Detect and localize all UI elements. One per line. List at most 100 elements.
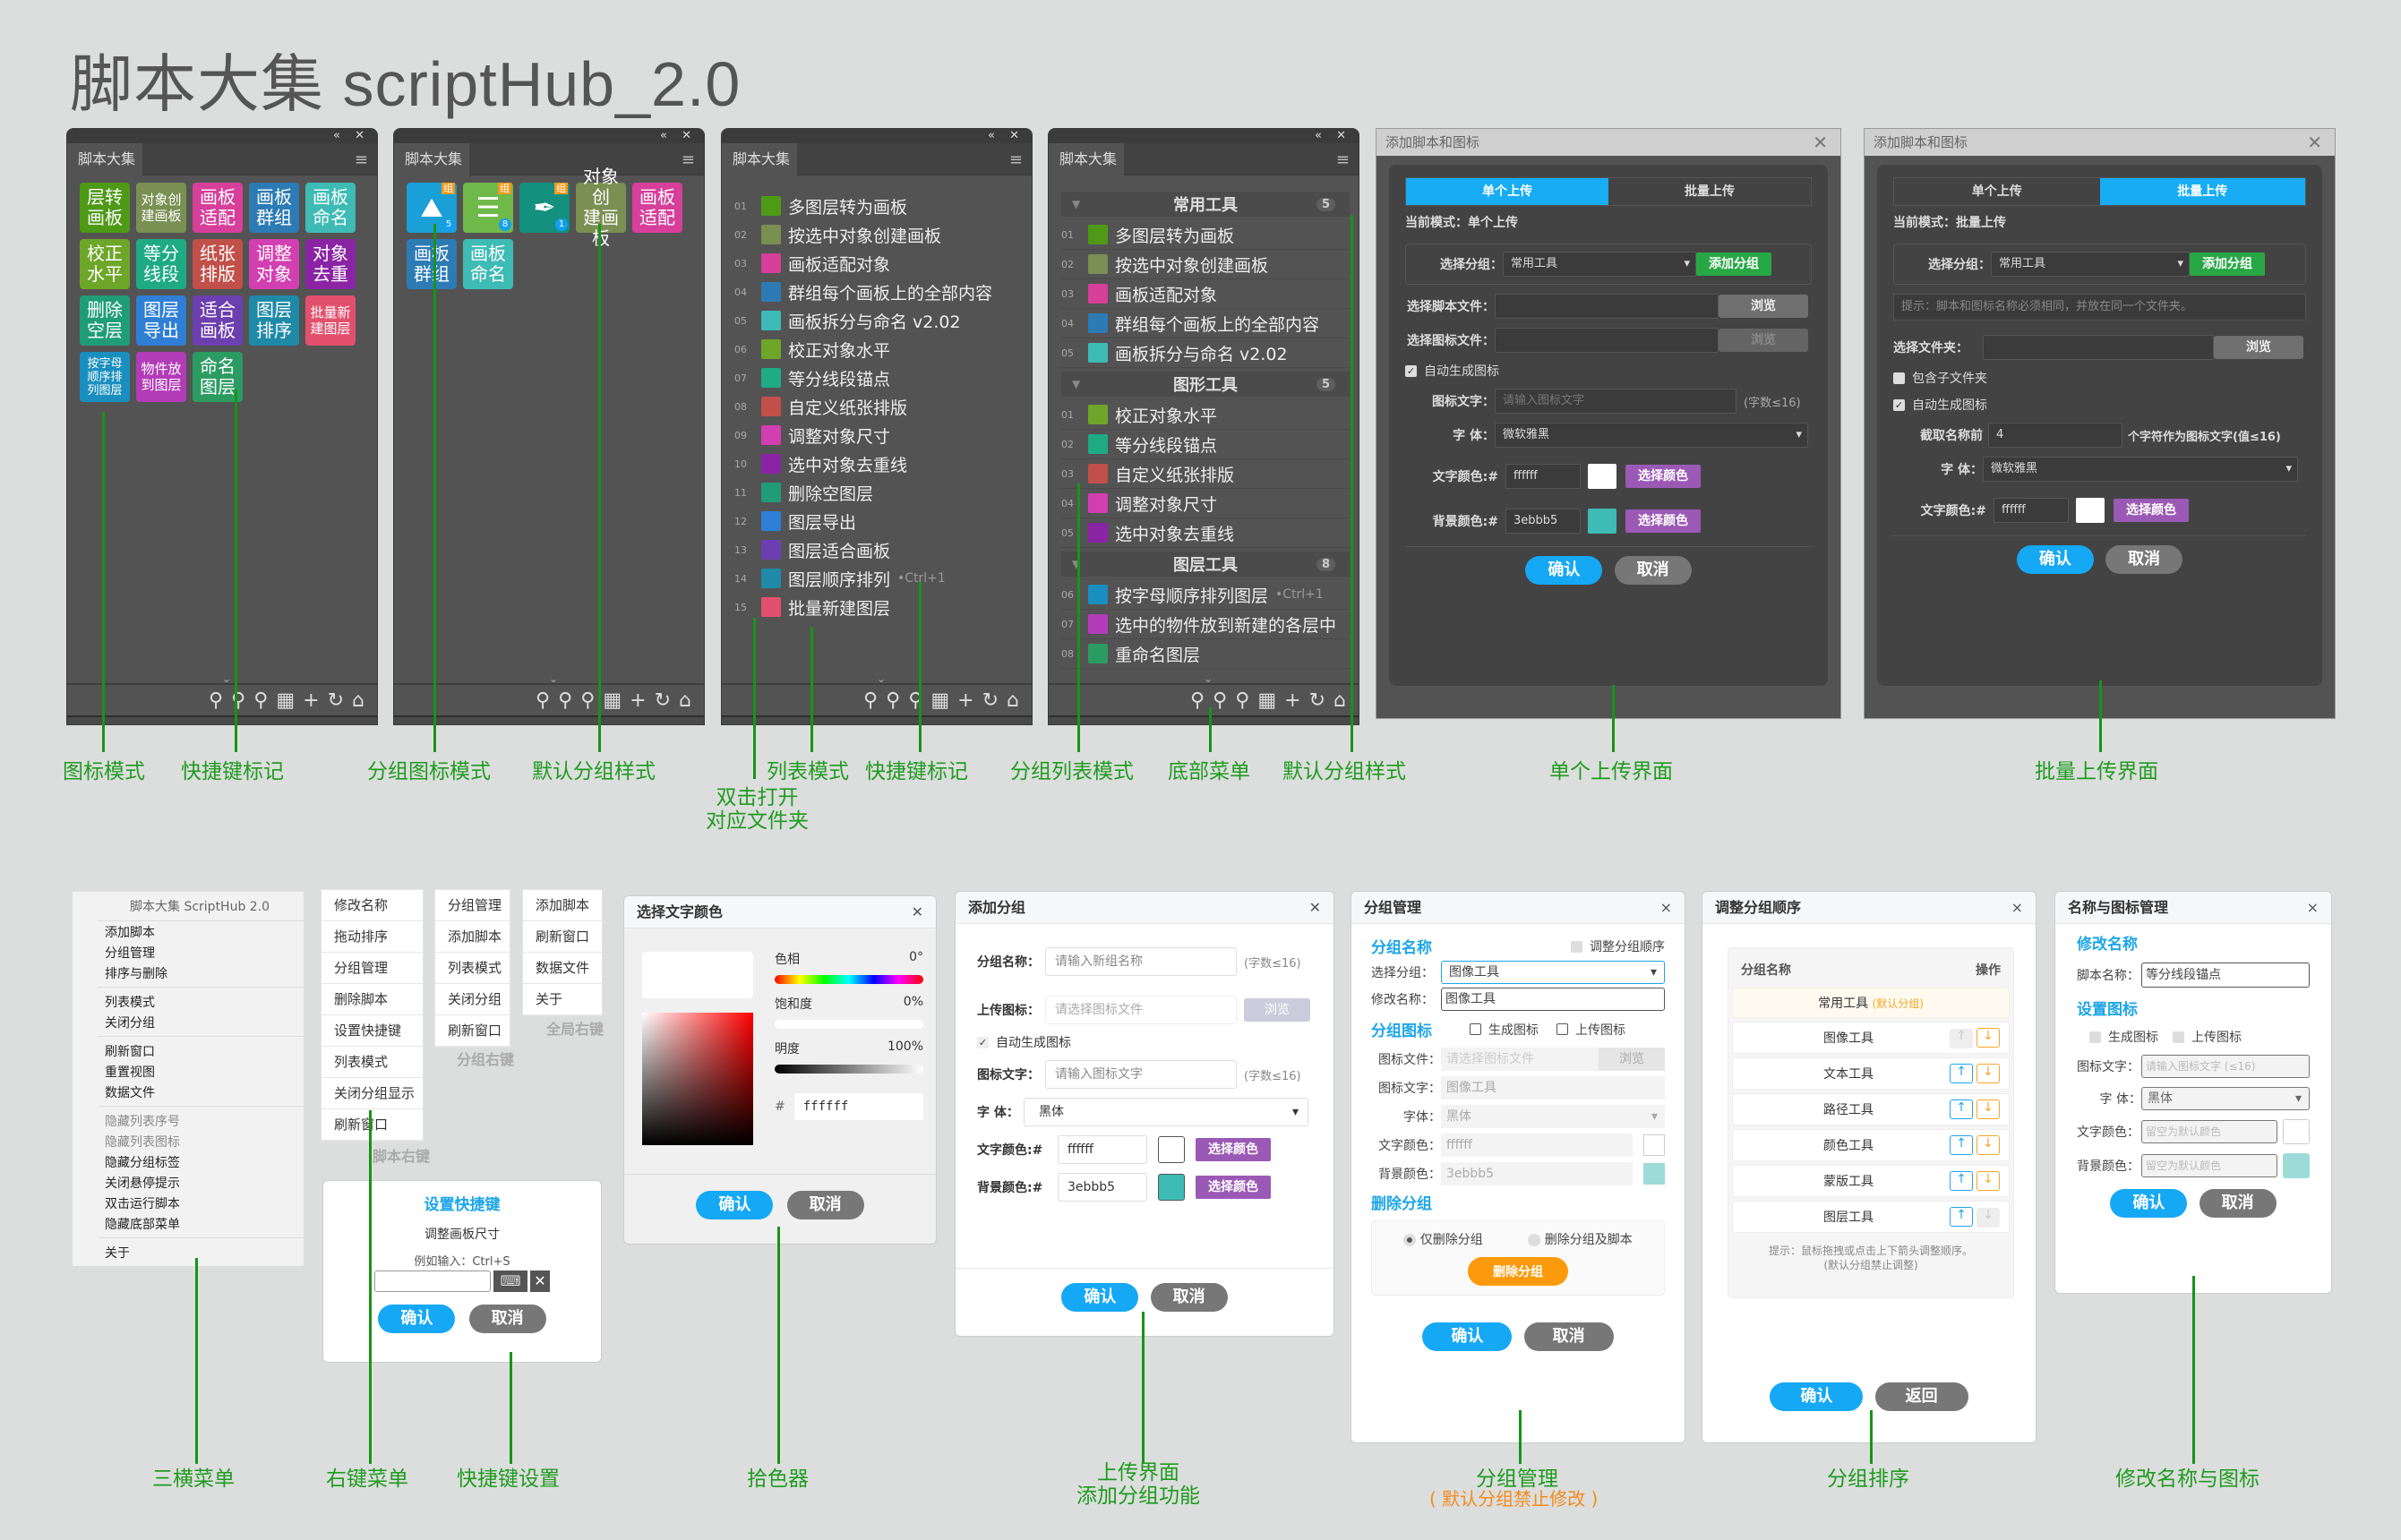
context-menu-item[interactable]: 关于 [523, 984, 602, 1015]
pick-text-color-button[interactable]: 选择颜色 [2114, 499, 2189, 522]
add-group-button[interactable]: 添加分组 [2190, 252, 2265, 276]
chevron-down-icon[interactable]: ⌄ [222, 672, 232, 685]
trunc-input[interactable]: 4 [1988, 423, 2122, 448]
panel-tab[interactable]: 脚本大集 [67, 143, 142, 175]
cancel-button[interactable]: 取消 [786, 1191, 864, 1219]
confirm-button[interactable]: 确认 [2110, 1189, 2188, 1218]
text-color-swatch[interactable] [1158, 1136, 1185, 1163]
grid-icon[interactable]: ▦ [1257, 689, 1277, 712]
hamburger-icon[interactable]: ≡ [1008, 150, 1023, 169]
menu-item[interactable]: 关闭分组 [105, 1016, 155, 1031]
group-select[interactable]: 常用工具▾ [1503, 252, 1696, 277]
refresh-icon[interactable]: ↻ [327, 689, 345, 712]
search-icon[interactable]: ⚲ [862, 689, 879, 712]
resize-grip[interactable] [1049, 715, 1359, 724]
search-icon[interactable]: ⚲ [208, 689, 224, 712]
browse-icon-button[interactable]: 浏览 [1719, 329, 1808, 352]
refresh-icon[interactable]: ↻ [982, 689, 999, 712]
delete-only-radio[interactable] [1403, 1234, 1417, 1246]
context-menu-item[interactable]: 分组管理 [435, 890, 510, 921]
menu-item[interactable]: 重置视图 [105, 1065, 155, 1080]
upload-icon-checkbox[interactable] [2173, 1031, 2184, 1043]
bg-color-input[interactable]: 3ebbb5 [1058, 1173, 1147, 1202]
context-menu-item[interactable]: 刷新窗口 [523, 921, 602, 953]
confirm-button[interactable]: 确认 [2016, 545, 2094, 574]
close-icon[interactable]: × [1659, 899, 1672, 916]
bg-color-input[interactable]: 留空为默认颜色 [2141, 1154, 2277, 1177]
menu-item[interactable]: 关闭悬停提示 [105, 1176, 180, 1191]
group-select[interactable]: 常用工具▾ [1991, 252, 2190, 277]
search-minus-icon[interactable]: ⚲ [231, 689, 246, 712]
pick-bg-color-button[interactable]: 选择颜色 [1625, 509, 1701, 533]
script-tile[interactable]: 批量新建图层 [305, 295, 356, 346]
script-tile[interactable]: 按字母顺序排列图层 [80, 352, 130, 402]
menu-item[interactable]: 隐藏底部菜单 [105, 1218, 180, 1232]
keyboard-icon[interactable]: ⌨ [493, 1270, 527, 1292]
add-group-button[interactable]: 添加分组 [1696, 252, 1771, 276]
hex-input[interactable]: ffffff [793, 1093, 923, 1120]
text-color-input[interactable]: ffffff [1441, 1134, 1633, 1157]
pick-bg-color-button[interactable]: 选择颜色 [1196, 1176, 1271, 1199]
icon-file-input[interactable] [1495, 328, 1719, 353]
refresh-icon[interactable]: ↻ [654, 689, 672, 712]
script-tile[interactable]: 画板命名 [463, 239, 513, 289]
hamburger-icon[interactable]: ≡ [354, 150, 368, 169]
move-up-button[interactable]: ↑ [1950, 1028, 1973, 1048]
clear-icon[interactable]: ✕ [530, 1270, 550, 1292]
bg-color-input[interactable]: 3ebbb5 [1441, 1162, 1633, 1185]
script-tile[interactable]: 命名图层 [193, 352, 243, 402]
group-order-row[interactable]: 图层工具↑↓ [1732, 1201, 2010, 1233]
chevron-down-icon[interactable]: ⌄ [1204, 672, 1213, 685]
confirm-button[interactable]: 确认 [378, 1305, 456, 1333]
close-icon[interactable]: × [2306, 899, 2319, 916]
confirm-button[interactable]: 确认 [696, 1191, 774, 1219]
auto-icon-checkbox[interactable]: ✓ [1893, 398, 1905, 411]
context-menu-item[interactable]: 分组管理 [322, 953, 423, 984]
text-color-swatch[interactable] [1588, 464, 1616, 489]
group-name-input[interactable]: 请输入新组名称 [1045, 947, 1237, 976]
cancel-button[interactable]: 取消 [1150, 1283, 1228, 1312]
collapse-close-icons[interactable]: « ✕ [660, 129, 697, 142]
confirm-button[interactable]: 确认 [1525, 556, 1603, 585]
search-minus-icon[interactable]: ⚲ [558, 689, 573, 712]
context-menu-item[interactable]: 拖动排序 [322, 921, 423, 953]
move-down-button[interactable]: ↓ [1977, 1027, 2000, 1048]
move-down-button[interactable]: ↓ [1977, 1064, 2000, 1083]
cancel-button[interactable]: 取消 [1614, 556, 1692, 585]
script-tile[interactable]: 画板群组 [407, 239, 457, 289]
icon-file-input[interactable]: 请选择图标文件 [1441, 1048, 1599, 1071]
resize-grip[interactable] [67, 715, 377, 724]
menu-item[interactable]: 隐藏分组标签 [105, 1156, 180, 1170]
resize-grip[interactable] [722, 715, 1032, 724]
group-order-row[interactable]: 蒙版工具↑↓ [1732, 1165, 2010, 1197]
tab-batch-upload[interactable]: 批量上传 [2099, 178, 2305, 205]
collapse-close-icons[interactable]: « ✕ [333, 129, 370, 142]
context-menu-item[interactable]: 删除脚本 [322, 984, 423, 1015]
script-tile[interactable]: 对象创建画板 [576, 167, 626, 249]
context-menu-item[interactable]: 添加脚本 [435, 921, 510, 953]
close-icon[interactable]: ✕ [2307, 132, 2322, 153]
context-menu-item[interactable]: 关闭分组 [435, 984, 510, 1015]
search-icon[interactable]: ⚲ [535, 689, 551, 712]
confirm-button[interactable]: 确认 [1422, 1322, 1513, 1351]
gen-icon-checkbox[interactable] [1470, 1023, 1481, 1035]
bg-color-swatch[interactable] [2283, 1153, 2310, 1178]
group-order-row[interactable]: 颜色工具↑↓ [1732, 1129, 2010, 1161]
menu-item[interactable]: 隐藏列表序号 [105, 1115, 180, 1129]
rename-input[interactable]: 图像工具 [1441, 988, 1665, 1011]
bg-color-swatch[interactable] [1643, 1163, 1665, 1185]
menu-item[interactable]: 排序与删除 [105, 967, 167, 981]
